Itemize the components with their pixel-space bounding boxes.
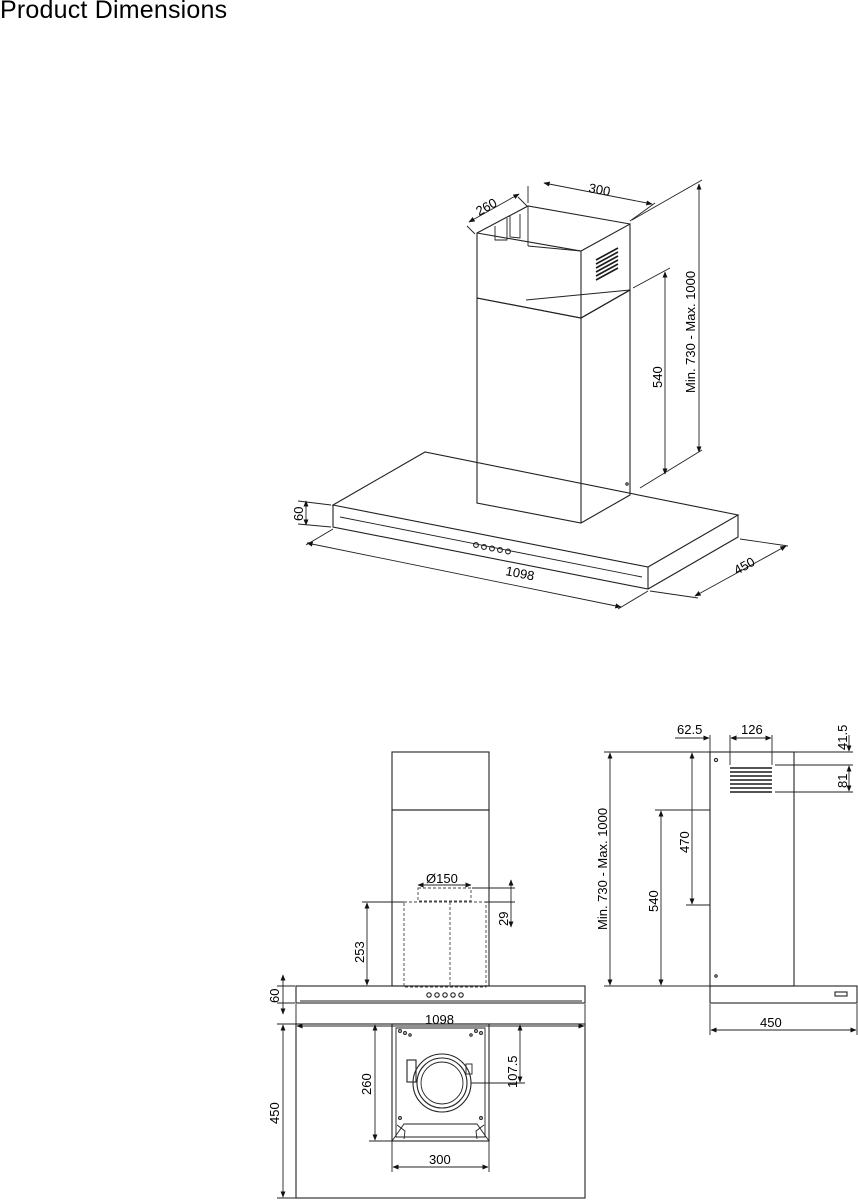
iso-canopy-width-label: 1098	[504, 563, 535, 583]
plan-canopy-depth-label: 450	[267, 1102, 282, 1124]
plan-motor-offset-label: 107.5	[505, 1055, 520, 1088]
iso-lower-chimney-label: 540	[650, 366, 665, 388]
side-total-height-label: Min. 730 - Max. 1000	[595, 808, 610, 930]
iso-dimensions: 260 300 Min. 730 - Max. 1000 540 60	[291, 179, 789, 610]
side-canopy-depth-label: 450	[760, 1015, 782, 1030]
iso-canopy-height-label: 60	[291, 507, 306, 521]
front-canopy-height-label: 60	[267, 989, 282, 1003]
side-dimensions: 62.5 126 41.5 81 Min. 730 - Max. 1000 47…	[595, 722, 858, 1035]
plan-chimney-width-label: 300	[429, 1152, 451, 1167]
front-outlet-height-label: 253	[352, 941, 367, 963]
iso-upper-chimney	[476, 205, 631, 486]
iso-chimney-width-label: 300	[587, 180, 611, 199]
isometric-view: 260 300 Min. 730 - Max. 1000 540 60	[291, 179, 789, 610]
iso-total-height-label: Min. 730 - Max. 1000	[683, 271, 698, 393]
side-upper-height-label: 470	[677, 831, 692, 853]
page-title: Product Dimensions	[0, 0, 228, 24]
side-vent-width-label: 126	[741, 722, 763, 737]
side-lower-height-label: 540	[646, 890, 661, 912]
front-outlet-diameter-label: Ø150	[426, 871, 458, 886]
plan-dimensions: 260 107.5 300 450	[267, 1023, 525, 1199]
side-vent-grille	[730, 767, 772, 793]
front-outlet-offset-label: 29	[496, 912, 511, 926]
front-canopy-width-label: 1098	[425, 1012, 454, 1027]
side-vent-height-label: 81	[835, 774, 850, 788]
iso-vent-grille	[595, 247, 619, 281]
front-dimensions: Ø150 29 253 60 1098	[267, 871, 586, 1030]
plan-view: 260 107.5 300 450	[267, 1023, 586, 1199]
front-view: Ø150 29 253 60 1098	[267, 751, 586, 1030]
plan-chimney-depth-label: 260	[359, 1073, 374, 1095]
side-view: 62.5 126 41.5 81 Min. 730 - Max. 1000 47…	[595, 722, 858, 1035]
iso-lower-chimney	[476, 289, 631, 524]
side-offset-top-label: 62.5	[677, 722, 702, 737]
side-top-margin-label: 41.5	[835, 725, 850, 750]
iso-chimney-depth-label: 260	[473, 195, 499, 219]
front-control-buttons	[426, 992, 464, 998]
